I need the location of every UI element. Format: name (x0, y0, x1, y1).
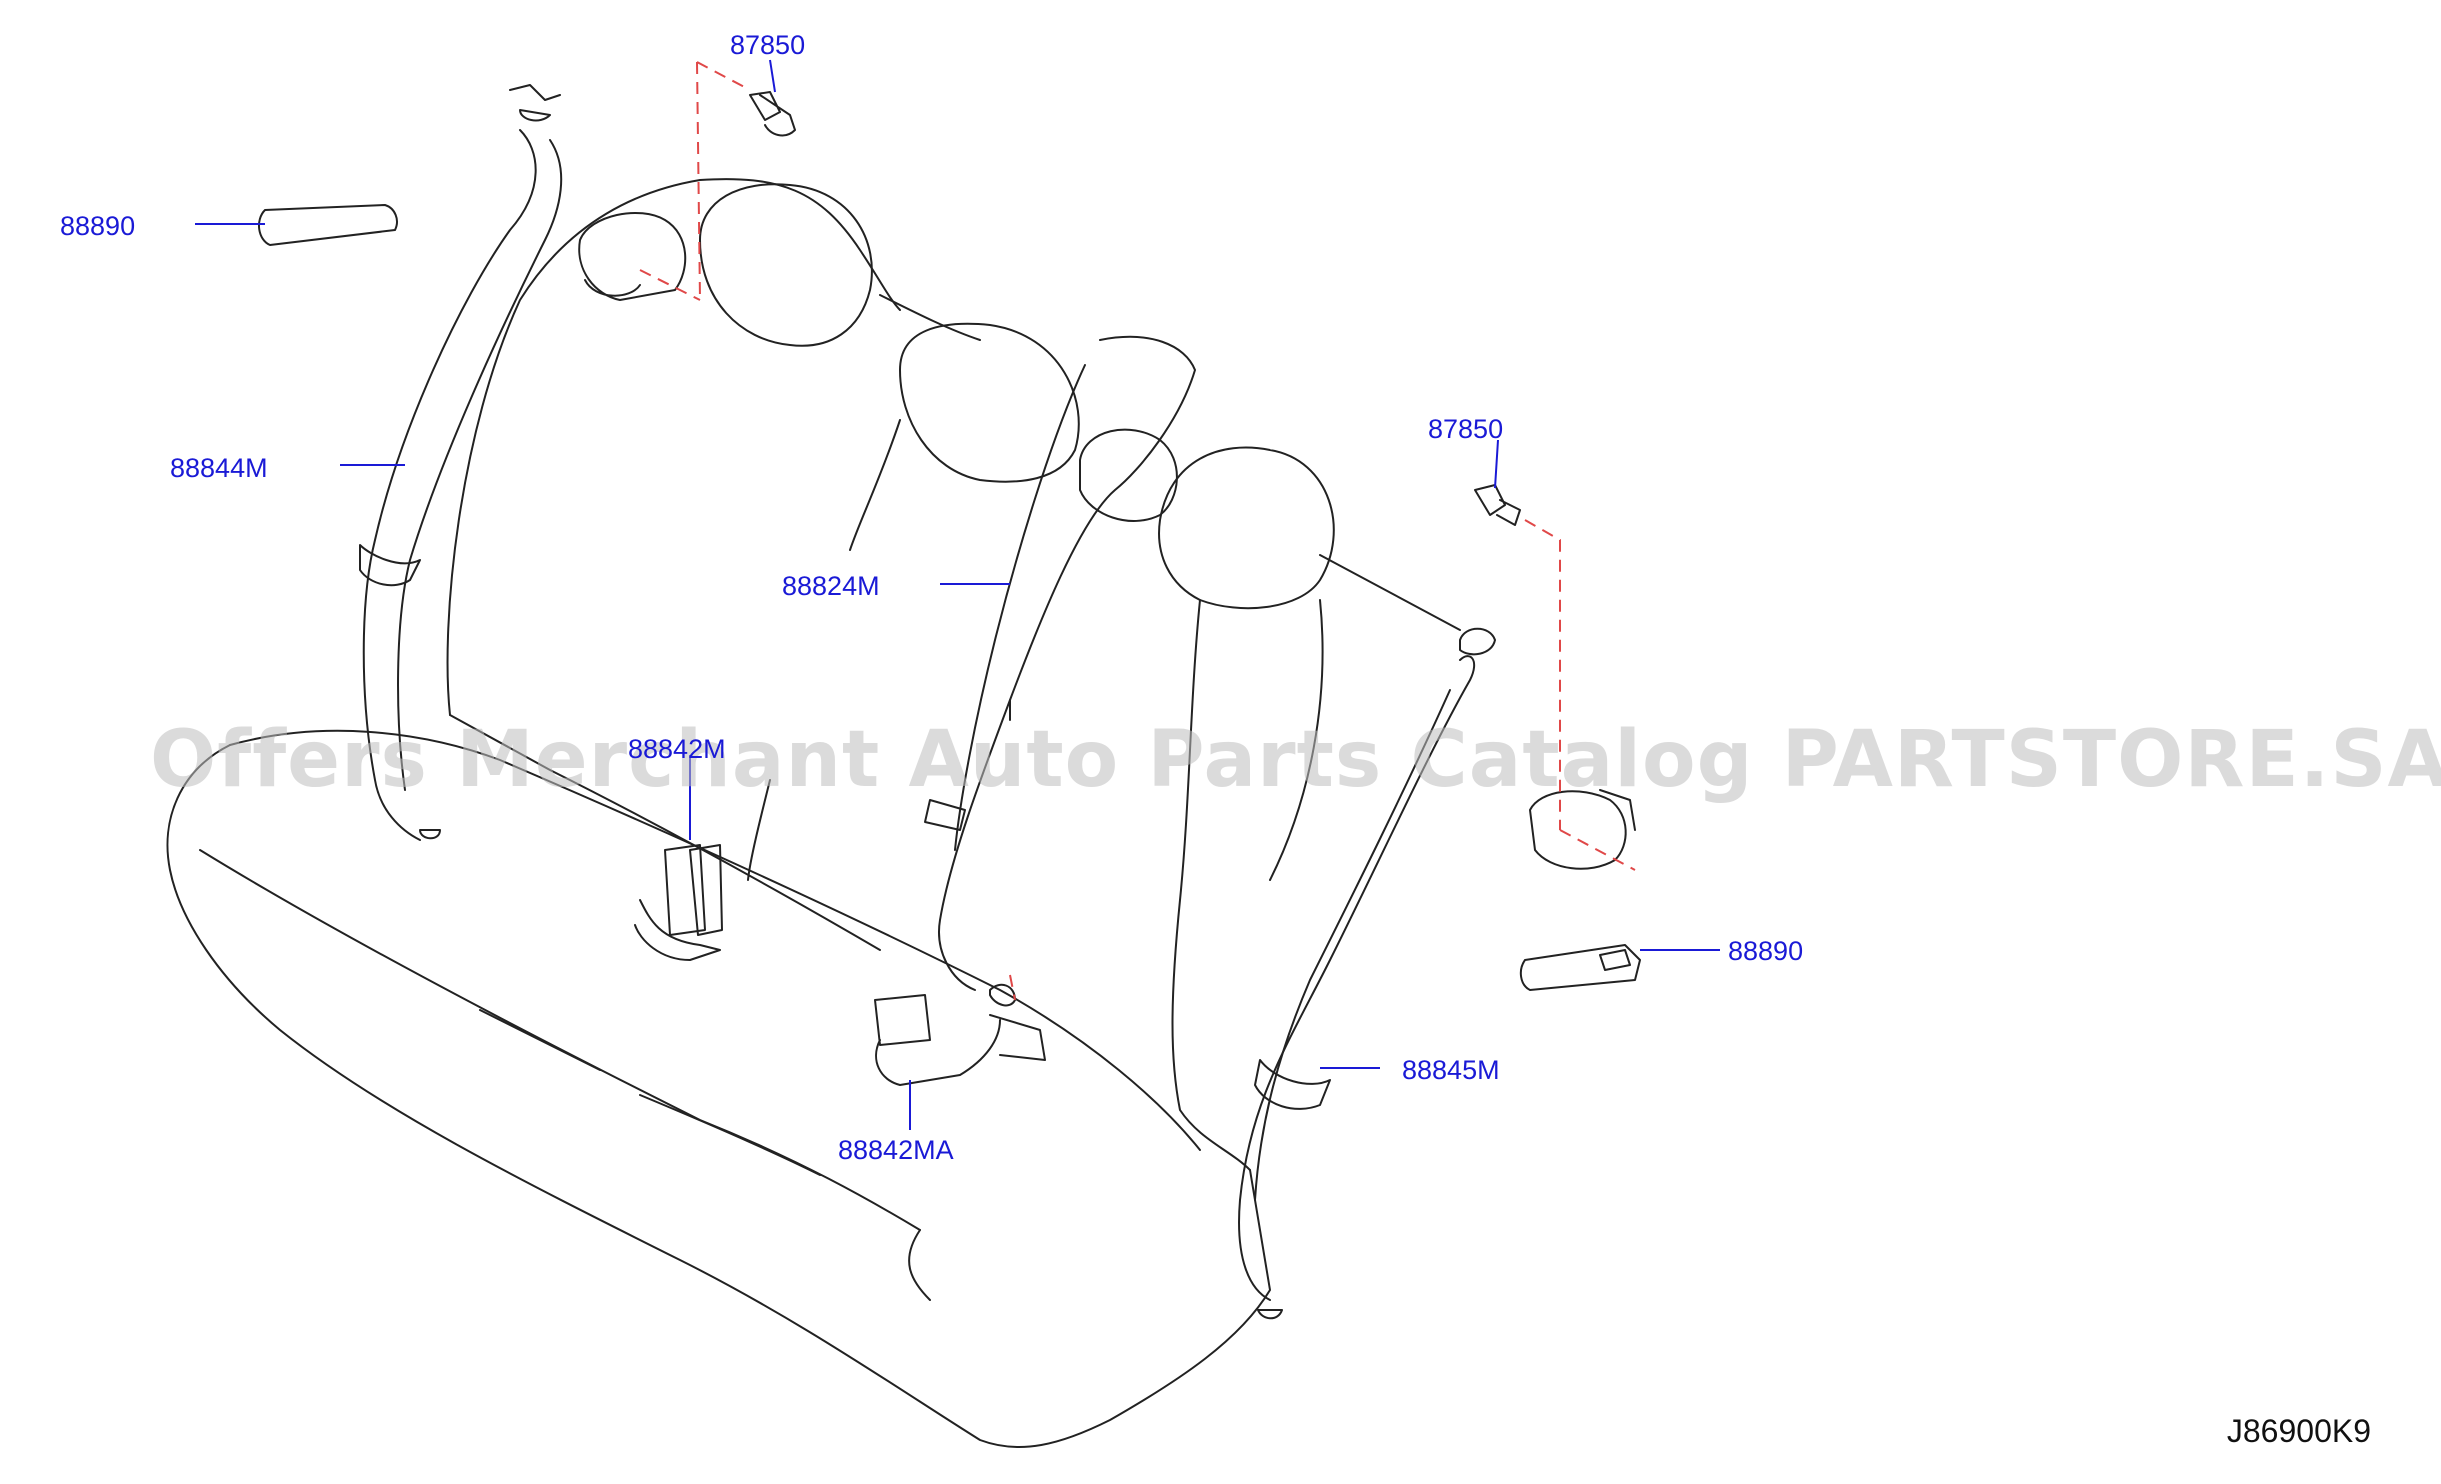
diagram-code: J86900K9 (2226, 1413, 2371, 1449)
cover-88890-right-shape (1519, 944, 1641, 991)
dashed-line-right-screw (1524, 519, 1636, 871)
center-belt-webbing-inner (954, 364, 1086, 851)
left-headrest (699, 183, 873, 347)
cover-88890-left-shape (258, 204, 398, 246)
left-belt-loop (359, 544, 421, 587)
leader-87850-right (1494, 439, 1499, 489)
center-backrest-line (747, 294, 981, 881)
seat-cushion-seam (479, 1009, 821, 1176)
label-88890-left[interactable]: 88890 (60, 211, 136, 241)
buckle-88842ma (874, 994, 1046, 1086)
center-belt-guide (924, 799, 966, 831)
seat-cushion-groove (908, 1229, 931, 1301)
center-headrest (899, 322, 1080, 483)
label-88842ma[interactable]: 88842MA (838, 1135, 954, 1165)
right-seatback-side (1269, 599, 1324, 881)
screw-87850-top-shape (749, 91, 796, 137)
dashed-line-buckle (1009, 974, 1016, 1001)
label-88842m[interactable]: 88842M (628, 734, 726, 764)
buckle-anchor (989, 983, 1016, 1007)
left-belt-webbing-inner (397, 139, 563, 791)
left-retractor (578, 212, 687, 301)
right-belt-loop (1254, 1059, 1331, 1110)
label-87850-right[interactable]: 87850 (1428, 414, 1504, 444)
right-belt-webbing-inner (1254, 689, 1451, 1201)
label-88890-right[interactable]: 88890 (1728, 936, 1804, 966)
right-headrest (1158, 446, 1335, 610)
center-belt-webbing (938, 335, 1196, 991)
watermark: Offers Merchant Auto Parts Catalog PARTS… (150, 715, 2441, 805)
seat-cushion-outline (166, 744, 1271, 1449)
center-retractor (1079, 428, 1178, 522)
left-belt-anchor (419, 84, 561, 840)
label-88824m[interactable]: 88824M (782, 571, 880, 601)
seat-cushion-crease (229, 729, 1201, 1151)
dashed-line-top-screw (639, 61, 751, 301)
label-87850-top[interactable]: 87850 (730, 30, 806, 60)
right-seatback-top (1319, 554, 1461, 631)
screw-87850-right-shape (1474, 484, 1521, 526)
right-belt-webbing (1238, 655, 1476, 1301)
seat-cushion-front (199, 849, 921, 1231)
label-88844m[interactable]: 88844M (170, 453, 268, 483)
label-88845m[interactable]: 88845M (1402, 1055, 1500, 1085)
right-seatback-outline (1171, 599, 1251, 1171)
buckle-88842m (634, 844, 723, 961)
right-belt-anchor (1257, 627, 1496, 1320)
right-retractor (1529, 789, 1636, 870)
left-seatback-outline (446, 178, 901, 716)
leader-87850-top (769, 59, 776, 93)
left-belt-webbing (362, 129, 537, 841)
